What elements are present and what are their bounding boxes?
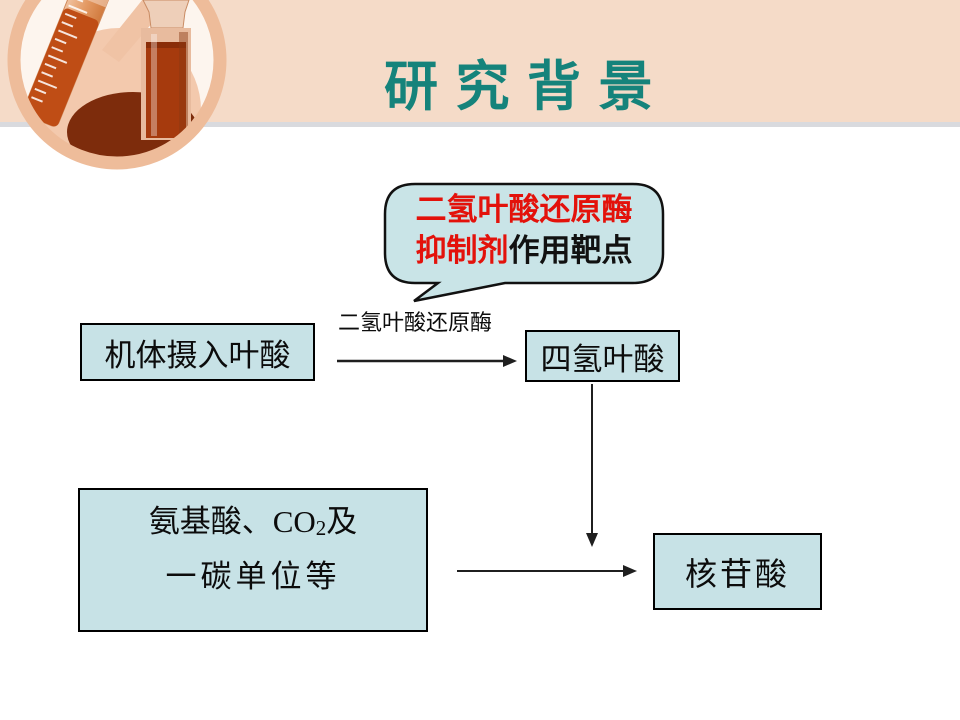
callout-line1: 二氢叶酸还原酶 bbox=[415, 192, 633, 227]
sources-line2: 一碳单位等 bbox=[165, 559, 341, 594]
callout-line2-red: 抑制剂 bbox=[415, 233, 509, 268]
callout-line2-black: 作用靶点 bbox=[508, 233, 633, 268]
callout-text: 二氢叶酸还原酶 抑制剂作用靶点 bbox=[385, 189, 663, 271]
box-nucleotide: 核苷酸 bbox=[653, 533, 822, 610]
square-bottle-icon bbox=[141, 0, 191, 140]
graduated-cylinder-icon bbox=[22, 0, 127, 127]
box-tetrahydrofolate: 四氢叶酸 bbox=[525, 330, 680, 382]
enzyme-arrow-label: 二氢叶酸还原酶 bbox=[338, 310, 493, 335]
photo-ring bbox=[7, 0, 227, 170]
header-divider bbox=[0, 122, 960, 127]
box-amino-acid-sources: 氨基酸、CO2及 一碳单位等 bbox=[78, 488, 428, 632]
flasks-photo bbox=[7, 0, 227, 170]
box-folate-intake: 机体摄入叶酸 bbox=[80, 323, 315, 381]
callout-line2: 抑制剂作用靶点 bbox=[385, 230, 663, 271]
page-title: 研 究 背 景 bbox=[384, 57, 655, 117]
co2-subscript: 2 bbox=[315, 516, 327, 540]
sources-line1: 氨基酸、CO2及 bbox=[148, 504, 358, 540]
